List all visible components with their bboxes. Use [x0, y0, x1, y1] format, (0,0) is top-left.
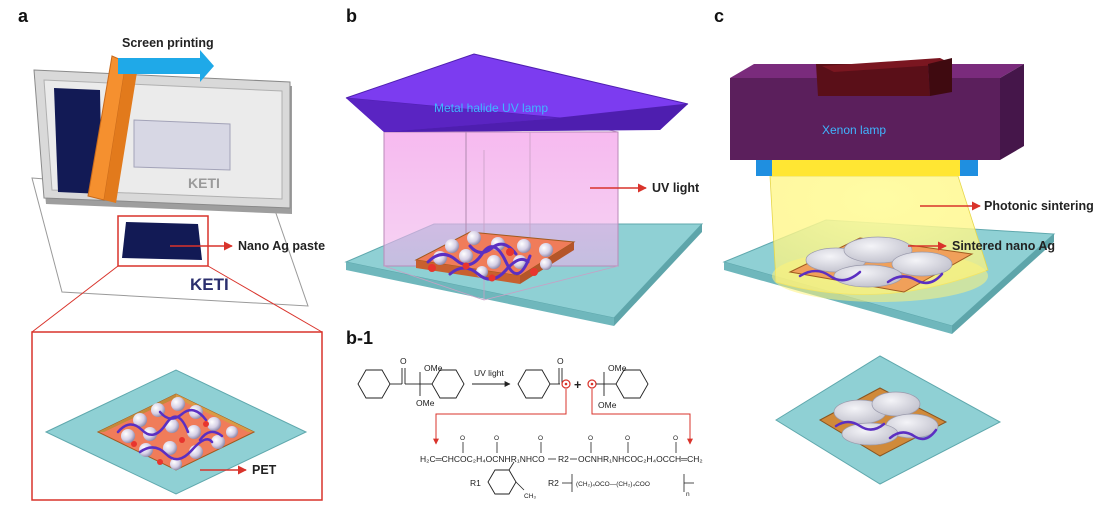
paste-layer-b [414, 231, 576, 284]
xenon-lamp-label: Xenon lamp [822, 123, 886, 137]
r2-label: R2 [548, 478, 559, 488]
chain-o-5: O [625, 435, 630, 442]
printed-area-dark [54, 88, 102, 194]
panel-c-letter: c [714, 6, 724, 26]
benzoyl-radical [517, 368, 563, 399]
urethane-acrylate-oligomer: H₂C═CHCOC₂H₄OCNHR₁NHCO R2 OCNHR₁NHCOC₂H₄… [420, 435, 703, 464]
paste-b-spheres [433, 231, 553, 278]
chem-plus: + [574, 378, 581, 392]
chain-o-4: O [588, 435, 593, 442]
zoom-inset-content: PET [44, 369, 308, 495]
chem-ome-3: OMe [608, 363, 627, 373]
frame-brand-text: KETI [188, 175, 220, 191]
photonic-sintering-label: Photonic sintering [984, 199, 1094, 213]
chain-o-3: O [538, 435, 543, 442]
sintered-result-substrate [775, 355, 1002, 485]
panel-a: a KETI Screen printing Nano Ag paste KET… [18, 6, 325, 501]
radical-connector-1 [433, 389, 567, 445]
chem-o-2: O [557, 356, 564, 366]
sintered-paste-layer-c [788, 236, 974, 293]
nano-ag-paste-label: Nano Ag paste [238, 239, 325, 253]
zoom-line-left [31, 265, 119, 333]
screen-mesh-window [133, 119, 231, 171]
panel-b1-chemistry: b-1 O OMe OMe UV light O + [346, 328, 703, 500]
chain-r2: R2 [558, 454, 569, 464]
chain-left: H₂C═CHCOC₂H₄OCNHR₁NHCO [420, 454, 545, 464]
chem-ome-2: OMe [416, 398, 435, 408]
print-direction-arrow [118, 50, 214, 82]
sintered-nano-ag-label: Sintered nano Ag [952, 239, 1055, 253]
panel-c: c [714, 6, 1094, 485]
r2-group: R2 (CH₂)₄OCO—(CH₂)₄COO n [548, 474, 694, 498]
panel-b: b [344, 6, 704, 326]
screen-frame: KETI [33, 69, 292, 214]
chain-right: OCNHR₁NHCOC₂H₄OCCH═CH₂ [578, 454, 703, 464]
chem-o-1: O [400, 356, 407, 366]
photoinitiator-molecule [357, 368, 465, 399]
uv-light-label: UV light [652, 181, 700, 195]
inset-polymer-chains [116, 408, 224, 461]
zoom-line-right [207, 265, 323, 333]
nano-ag-paste-pattern [122, 222, 202, 260]
inset-red-dots [131, 421, 209, 465]
radical-marker-1 [561, 379, 571, 389]
chain-o-1: O [460, 435, 465, 442]
r1-ch3: CH₃ [524, 493, 536, 500]
uv-lamp-label: Metal halide UV lamp [434, 101, 548, 115]
panel-a-letter: a [18, 6, 29, 26]
sheet-brand-text: KETI [190, 275, 229, 294]
r2-n: n [686, 491, 690, 498]
chain-o-6: O [673, 435, 678, 442]
panel-b-letter: b [346, 6, 357, 26]
dimethoxybenzyl-radical [596, 369, 649, 399]
paste-b-red-dots [428, 248, 538, 282]
r1-group: R1 CH₃ [470, 461, 536, 500]
chain-o-2: O [494, 435, 499, 442]
radical-connector-2 [591, 389, 693, 445]
panel-b1-letter: b-1 [346, 328, 373, 348]
r1-label: R1 [470, 478, 481, 488]
xenon-lamp [730, 58, 1024, 176]
metal-halide-uv-lamp [345, 53, 689, 132]
r2-formula: (CH₂)₄OCO—(CH₂)₄COO [576, 481, 650, 488]
chem-ome-1: OMe [424, 363, 443, 373]
uv-light-beam [383, 99, 619, 301]
chem-ome-4: OMe [598, 400, 617, 410]
reaction-arrow-label: UV light [474, 368, 504, 378]
paste-highlight-box [117, 215, 209, 267]
pet-label: PET [252, 463, 277, 477]
screen-printing-label: Screen printing [122, 36, 214, 50]
